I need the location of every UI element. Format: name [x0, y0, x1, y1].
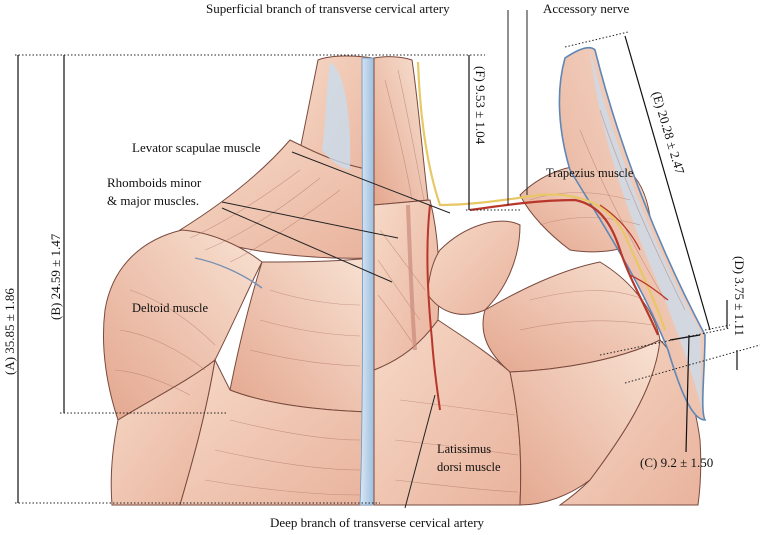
label-trapezius: Trapezius muscle [546, 166, 634, 180]
labels: Superficial branch of transverse cervica… [2, 1, 747, 530]
label-deltoid: Deltoid muscle [132, 301, 208, 315]
deep-branch-artery-path [426, 204, 441, 411]
midline-fascia [359, 57, 375, 506]
superficial-branch-artery-path [469, 198, 660, 336]
label-latissimus-line1: Latissimus [437, 442, 491, 456]
label-rhomboids-line2: & major muscles. [107, 193, 199, 208]
measurement-d: (D) 3.75 ± 1.11 [732, 256, 747, 336]
measurement-c: (C) 9.2 ± 1.50 [640, 455, 713, 470]
label-latissimus-line2: dorsi muscle [437, 460, 501, 474]
fibers-right [377, 69, 686, 493]
reflected-trapezius-flap [558, 46, 707, 421]
neck-right [373, 56, 429, 206]
measurement-f: (F) 9.53 ± 1.04 [473, 66, 488, 145]
accessory-nerve-path [416, 61, 667, 331]
measurement-e: (E) 20.28 ± 2.47 [649, 90, 688, 177]
arm-right [558, 338, 702, 506]
scapular-spine-left [194, 257, 263, 289]
right-back-deep [373, 46, 707, 506]
label-rhomboids-line1: Rhomboids minor [107, 175, 202, 190]
reflected-flap-edge [590, 50, 702, 410]
left-back-superficial [102, 55, 375, 506]
artery-branch-1 [599, 204, 641, 251]
dimension-lines [15, 31, 761, 504]
trapezius-fascia-left [322, 62, 351, 170]
label-accessory-nerve: Accessory nerve [543, 1, 629, 16]
label-superficial-branch: Superficial branch of transverse cervica… [206, 1, 450, 16]
measurement-b: (B) 24.59 ± 1.47 [48, 233, 63, 320]
deep-branch-artery-path-2 [406, 204, 417, 351]
leader-lines [221, 10, 528, 509]
measurement-a: (A) 35.85 ± 1.86 [2, 288, 17, 375]
label-deep-branch: Deep branch of transverse cervical arter… [270, 515, 485, 530]
artery-branch-2 [629, 274, 669, 301]
fibers-left [114, 169, 361, 496]
label-levator-scapulae: Levator scapulae muscle [132, 140, 261, 155]
